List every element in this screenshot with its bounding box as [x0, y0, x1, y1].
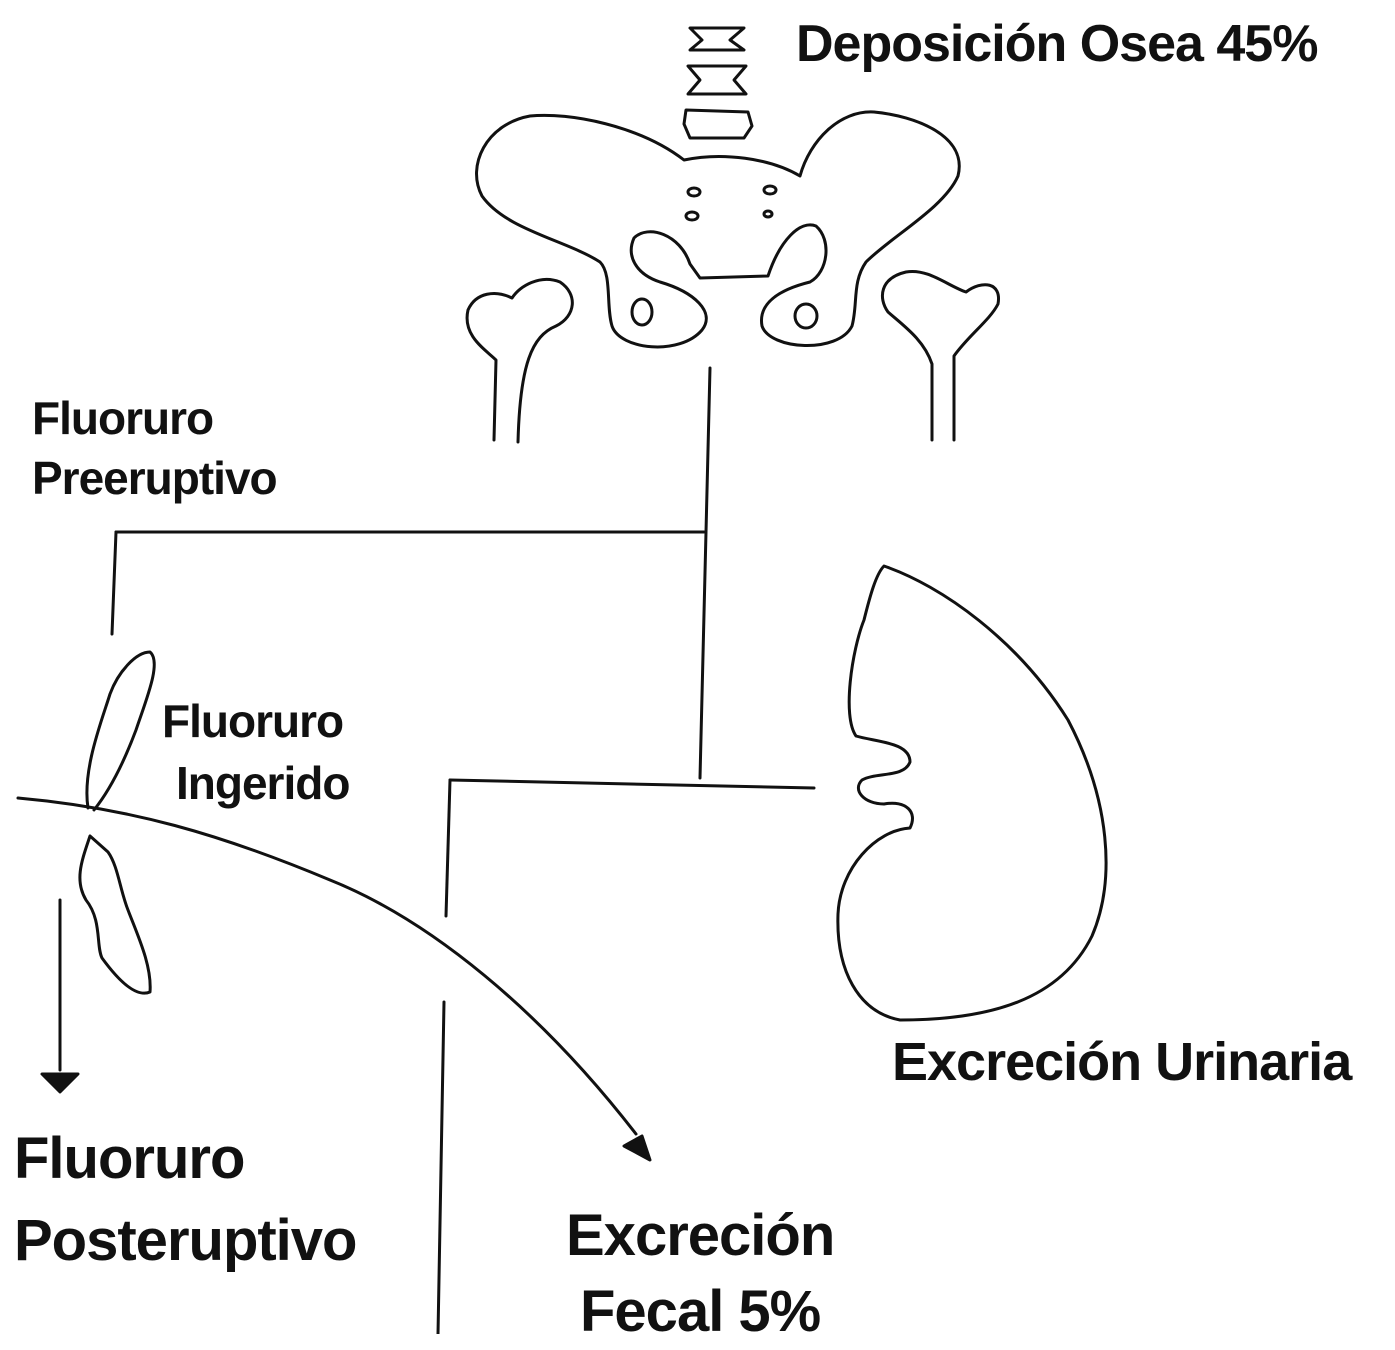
- preeruptive-line1: Fluoruro: [32, 388, 277, 448]
- posteruptive-line2: Posteruptivo: [14, 1200, 357, 1282]
- preeruptive-line2: Preeruptivo: [32, 448, 277, 508]
- fecal-line1: Excreción: [566, 1198, 834, 1274]
- kidney-icon: [838, 566, 1106, 1020]
- femur-icon: [882, 271, 998, 440]
- bone-deposition-label: Deposición Osea 45%: [796, 14, 1317, 74]
- fecal-arrowhead: [624, 1136, 650, 1160]
- posteruptive-arrowhead: [42, 1074, 78, 1092]
- fecal-line2: Fecal 5%: [566, 1274, 834, 1350]
- posteruptive-line1: Fluoruro: [14, 1118, 357, 1200]
- ingested-fluoride-label: Fluoruro Ingerido: [162, 690, 349, 814]
- fecal-excretion-label: Excreción Fecal 5%: [566, 1198, 834, 1350]
- tooth-icon: [80, 836, 150, 993]
- femur-icon: [467, 279, 572, 442]
- ingested-line1: Fluoruro: [162, 690, 349, 752]
- urinary-excretion-label: Excreción Urinaria: [892, 1030, 1351, 1094]
- ingested-line2: Ingerido: [162, 752, 349, 814]
- posteruptive-fluoride-label: Fluoruro Posteruptivo: [14, 1118, 357, 1282]
- bone-deposition-text: Deposición Osea 45%: [796, 14, 1317, 74]
- urinary-excretion-text: Excreción Urinaria: [892, 1030, 1351, 1094]
- tooth-icon: [87, 652, 154, 810]
- preeruptive-fluoride-label: Fluoruro Preeruptivo: [32, 388, 277, 508]
- ingestion-curve: [18, 798, 636, 1134]
- vertebrae-icon: [684, 28, 752, 138]
